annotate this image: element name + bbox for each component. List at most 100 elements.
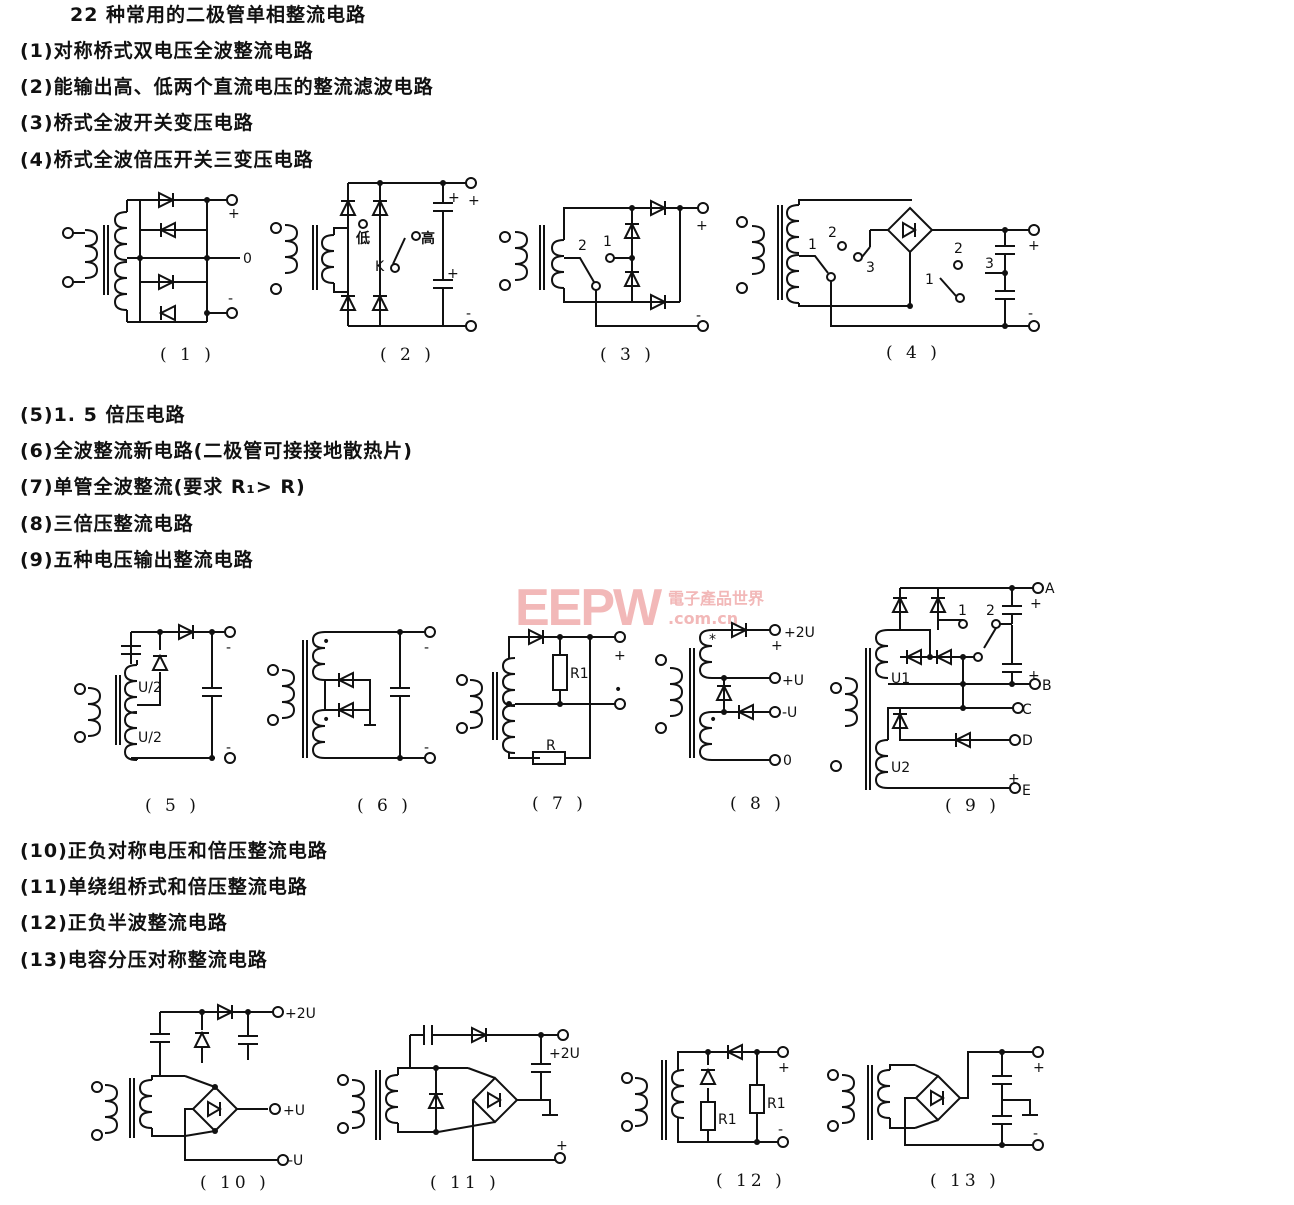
circuit-6: • • - - bbox=[267, 626, 436, 764]
c9-n1: 1 bbox=[958, 603, 967, 619]
figure-caption-8: ( 8 ) bbox=[730, 794, 785, 814]
c8-plusu: +U bbox=[782, 673, 804, 689]
c6-dot1: • bbox=[322, 634, 330, 650]
c5-u-half1: U/2 bbox=[138, 680, 162, 696]
c8-plus: + bbox=[771, 638, 783, 654]
c6-minus1: - bbox=[424, 640, 429, 656]
page-title: 22 种常用的二极管单相整流电路 bbox=[70, 4, 367, 26]
c4-n1b: 1 bbox=[925, 272, 934, 288]
circuit-7: R1 R + • bbox=[456, 629, 626, 765]
c10-plusu: +U bbox=[283, 1103, 305, 1119]
c7-r: R bbox=[546, 738, 556, 754]
c2-high: 高 bbox=[421, 230, 435, 247]
caption-line-10: (10)正负对称电压和倍压整流电路 bbox=[20, 840, 328, 862]
c4-n1: 1 bbox=[808, 237, 817, 253]
c3-plus: + bbox=[696, 218, 708, 234]
figure-caption-5: ( 5 ) bbox=[145, 796, 200, 816]
circuit-5: U/2 U/2 - - bbox=[74, 624, 236, 764]
c9-plus-b: + bbox=[1028, 668, 1040, 684]
c6-dot2: • bbox=[322, 712, 330, 728]
c4-minus: - bbox=[1028, 306, 1033, 322]
c5-minus2: - bbox=[226, 740, 231, 756]
c12-plus: + bbox=[778, 1060, 790, 1076]
figure-caption-9: ( 9 ) bbox=[945, 796, 1000, 816]
c2-plus1: + bbox=[448, 190, 460, 206]
caption-line-7: (7)单管全波整流(要求 R₁> R) bbox=[20, 476, 306, 498]
c2-plus3: + bbox=[447, 266, 459, 282]
c3-one: 1 bbox=[603, 234, 612, 250]
c12-r1a: R1 bbox=[718, 1112, 737, 1128]
caption-line-5: (5)1. 5 倍压电路 bbox=[20, 404, 186, 426]
caption-line-11: (11)单绕组桥式和倍压整流电路 bbox=[20, 876, 308, 898]
c8-plus2u: +2U bbox=[784, 625, 815, 641]
c3-two: 2 bbox=[578, 238, 587, 254]
figure-caption-11: ( 11 ) bbox=[430, 1173, 500, 1193]
watermark-site: 電子產品世界.com.cn bbox=[668, 589, 765, 628]
c9-b: B bbox=[1042, 678, 1052, 694]
caption-line-2: (2)能输出高、低两个直流电压的整流滤波电路 bbox=[20, 76, 434, 98]
c2-low: 低 bbox=[355, 230, 370, 247]
c9-u2: U2 bbox=[891, 760, 910, 776]
caption-line-3: (3)桥式全波开关变压电路 bbox=[20, 112, 254, 134]
caption-line-8: (8)三倍压整流电路 bbox=[20, 513, 194, 535]
circuit-3: 2 1 + - bbox=[499, 200, 709, 332]
c6-minus2: - bbox=[424, 740, 429, 756]
c11-plus: + bbox=[556, 1138, 568, 1154]
caption-line-12: (12)正负半波整流电路 bbox=[20, 912, 228, 934]
c10-minusu: -U bbox=[288, 1153, 303, 1169]
c4-n2: 2 bbox=[828, 225, 837, 241]
c2-k: K bbox=[375, 259, 385, 275]
caption-line-1: (1)对称桥式双电压全波整流电路 bbox=[20, 40, 314, 62]
c5-u-half2: U/2 bbox=[138, 730, 162, 746]
circuit-1: + 0 - bbox=[62, 192, 252, 323]
c7-dot: • bbox=[614, 682, 622, 698]
figure-caption-13: ( 13 ) bbox=[930, 1171, 1000, 1191]
c5-minus1: - bbox=[226, 640, 231, 656]
figure-caption-2: ( 2 ) bbox=[380, 345, 435, 365]
c2-minus: - bbox=[466, 306, 471, 322]
c10-plus2u: +2U bbox=[285, 1006, 316, 1022]
c12-r1b: R1 bbox=[767, 1096, 786, 1112]
figure-caption-12: ( 12 ) bbox=[716, 1171, 786, 1191]
c2-plus2: + bbox=[468, 193, 480, 209]
c8-zero: 0 bbox=[783, 753, 792, 769]
c8-star: * bbox=[709, 632, 716, 648]
c4-plus: + bbox=[1028, 238, 1040, 254]
figure-caption-1: ( 1 ) bbox=[160, 345, 215, 365]
circuit-9: A B C D E U1 U2 1 2 + + + bbox=[830, 581, 1055, 799]
c13-minus: - bbox=[1033, 1126, 1038, 1142]
circuit-13: + - bbox=[827, 1046, 1045, 1151]
c9-c: C bbox=[1022, 702, 1032, 718]
c1-zero: 0 bbox=[243, 251, 252, 267]
c8-minusu: -U bbox=[782, 705, 797, 721]
caption-line-4: (4)桥式全波倍压开关三变压电路 bbox=[20, 149, 314, 171]
c8-dot: • bbox=[709, 712, 717, 728]
watermark-logo: EEPW bbox=[515, 579, 662, 637]
c9-d: D bbox=[1022, 733, 1033, 749]
c4-n3: 3 bbox=[866, 260, 875, 276]
c12-minus: - bbox=[778, 1122, 783, 1138]
c9-plus-e: + bbox=[1008, 771, 1020, 787]
figure-caption-10: ( 10 ) bbox=[200, 1173, 270, 1193]
figure-caption-4: ( 4 ) bbox=[886, 343, 941, 363]
caption-line-9: (9)五种电压输出整流电路 bbox=[20, 549, 254, 571]
c11-plus2u: +2U bbox=[549, 1046, 580, 1062]
c9-n2: 2 bbox=[986, 603, 995, 619]
c4-n3b: 3 bbox=[985, 256, 994, 272]
c3-minus: - bbox=[696, 308, 701, 324]
c9-plus-a: + bbox=[1030, 596, 1042, 612]
caption-line-13: (13)电容分压对称整流电路 bbox=[20, 949, 268, 971]
circuit-11: +2U + bbox=[337, 1024, 580, 1164]
c7-r1: R1 bbox=[570, 666, 589, 682]
figure-caption-6: ( 6 ) bbox=[357, 796, 412, 816]
c13-plus: + bbox=[1033, 1060, 1045, 1076]
figure-caption-3: ( 3 ) bbox=[600, 345, 655, 365]
c9-a: A bbox=[1045, 581, 1055, 597]
circuit-4: 1 2 3 2 1 3 + - bbox=[736, 199, 1040, 332]
figure-caption-7: ( 7 ) bbox=[532, 794, 587, 814]
c9-u1: U1 bbox=[891, 671, 910, 687]
circuit-10: +2U +U -U bbox=[91, 1004, 316, 1169]
c4-n2b: 2 bbox=[954, 241, 963, 257]
caption-line-6: (6)全波整流新电路(二极管可接接地散热片) bbox=[20, 440, 413, 462]
